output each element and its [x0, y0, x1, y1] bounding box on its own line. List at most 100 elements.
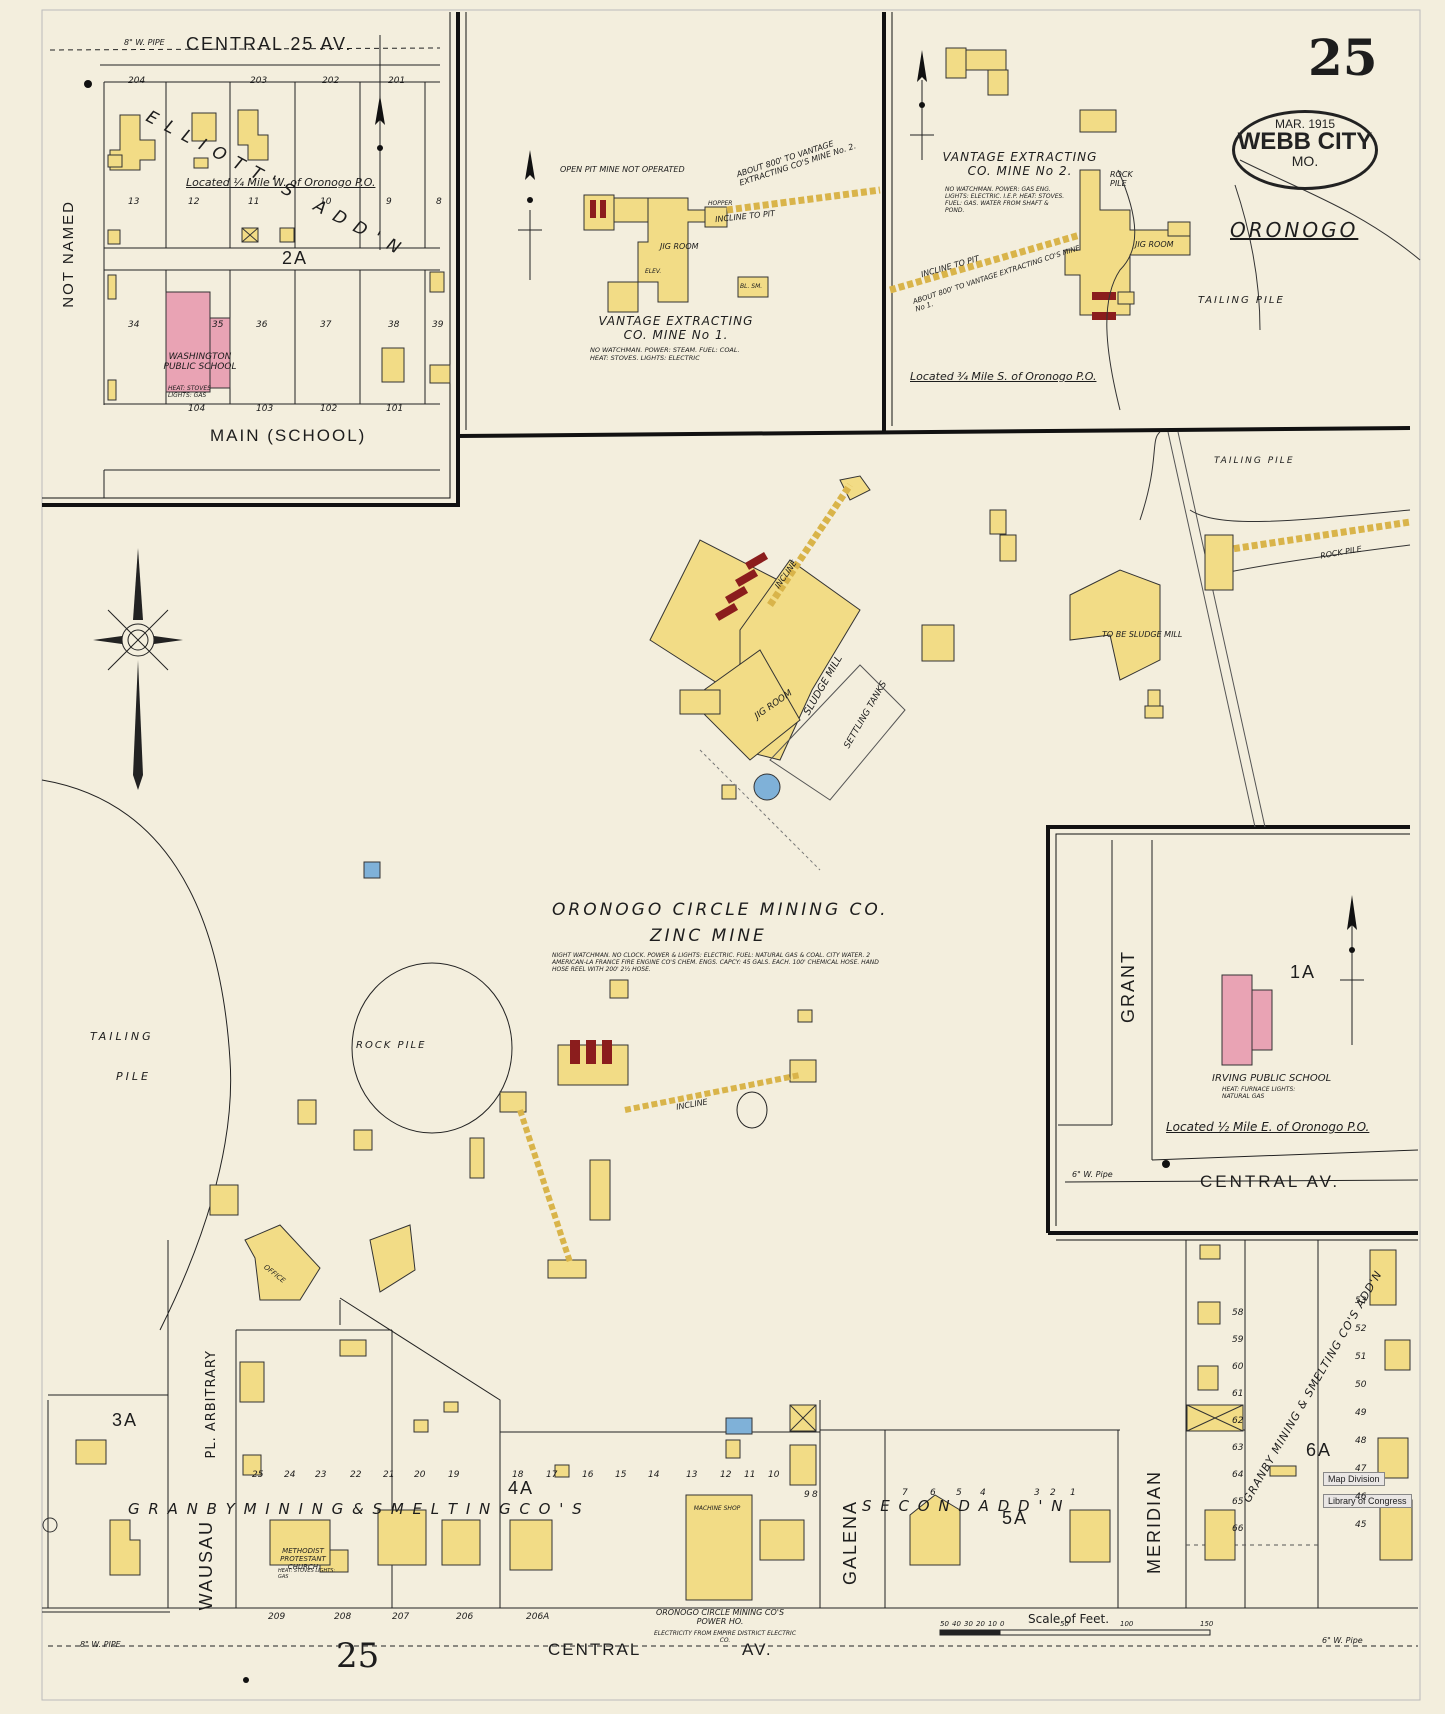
lot-206: 206: [456, 1612, 474, 1622]
main-mine-type: ZINC MINE: [650, 926, 767, 946]
lot-number: 5: [956, 1488, 962, 1498]
street-meridian: MERIDIAN: [1144, 1470, 1164, 1575]
lot-number: 61: [1232, 1389, 1244, 1399]
lot-number: 6: [930, 1488, 936, 1498]
lot-204: 204: [128, 76, 146, 86]
washington-school: WASHINGTON PUBLIC SCHOOL: [163, 352, 237, 372]
lot-101: 101: [386, 404, 404, 414]
scale-title: Scale of Feet.: [1028, 1612, 1110, 1626]
irving-school: IRVING PUBLIC SCHOOL: [1212, 1073, 1332, 1084]
street-arbitrary-pl: PL. ARBITRARY: [204, 1350, 219, 1459]
lot-11: 11: [248, 197, 260, 207]
to-be-sludge-mill: TO BE SLUDGE MILL: [1102, 630, 1183, 639]
lot-number: 16: [582, 1470, 594, 1480]
compass-rose: [93, 548, 183, 790]
elliotts-block: 2A: [282, 248, 309, 268]
elliotts-located: Located ¼ Mile W. of Oronogo P.O.: [186, 176, 376, 189]
mine2-rock-pile: ROCK PILE: [1110, 170, 1133, 188]
lot-number: 63: [1232, 1443, 1244, 1453]
lot-102: 102: [320, 404, 338, 414]
main-details: NIGHT WATCHMAN. NO CLOCK. POWER & LIGHTS…: [552, 952, 879, 973]
lot-37: 37: [320, 320, 332, 330]
lot-number: 4: [980, 1488, 986, 1498]
lot-number: 1: [1070, 1488, 1076, 1498]
block-3a: 3A: [112, 1410, 139, 1430]
scale-tick: 20: [976, 1620, 985, 1628]
lot-number: 60: [1232, 1362, 1244, 1372]
block-5a: 5A: [1002, 1508, 1029, 1528]
lot-38: 38: [388, 320, 400, 330]
irving-school-note: HEAT: FURNACE LIGHTS: NATURAL GAS: [1222, 1086, 1296, 1100]
inset-frames: [42, 12, 1418, 1235]
street-central-bottom: CENTRAL: [548, 1640, 642, 1659]
street-galena: GALENA: [840, 1500, 860, 1586]
tailing-right: TAILING PILE: [1214, 456, 1295, 466]
street-main-school: MAIN (SCHOOL): [210, 426, 367, 445]
irving-block: 1A: [1290, 962, 1317, 982]
pipe-label-bottom-left: 8" W. PIPE: [80, 1640, 121, 1649]
second-addn: S E C O N D A D D ' N: [862, 1497, 1065, 1515]
lot-number: 17: [546, 1470, 558, 1480]
mine1-note-top: OPEN PIT MINE NOT OPERATED: [560, 165, 685, 174]
lot-number: 62: [1232, 1416, 1244, 1426]
library-congress-label: Library of Congress: [1323, 1494, 1412, 1508]
washington-school-note: HEAT: STOVES LIGHTS: GAS: [168, 385, 211, 399]
street-wausau: WAUSAU: [196, 1520, 216, 1611]
scale-bar: [939, 1629, 1211, 1636]
mine1-elev: ELEV.: [645, 268, 662, 275]
sheet-state: MO.: [1291, 153, 1319, 169]
mine1-jig-room: JIG ROOM: [660, 242, 699, 251]
lot-10: 10: [320, 197, 332, 207]
pipe-label-top: 8" W. PIPE: [124, 38, 165, 47]
lot-number: 47: [1355, 1464, 1367, 1474]
pile-left: PILE: [116, 1070, 151, 1083]
lot-103: 103: [256, 404, 274, 414]
town-name: ORONOGO: [1230, 218, 1359, 242]
mine1-details: NO WATCHMAN. POWER: STEAM. FUEL: COAL. H…: [590, 346, 740, 362]
pipe-label-bottom-right: 6" W. Pipe: [1322, 1636, 1363, 1645]
lot-number: 18: [512, 1470, 524, 1480]
lot-number: 7: [902, 1488, 908, 1498]
lot-number: 14: [648, 1470, 660, 1480]
mine2-title: VANTAGE EXTRACTING CO. MINE No 2.: [942, 150, 1098, 178]
lot-number: 64: [1232, 1470, 1244, 1480]
mine2-tailing: TAILING PILE: [1198, 295, 1285, 306]
lot-8: 8: [436, 197, 442, 207]
lot-number: 11: [744, 1470, 756, 1480]
irving-located: Located ½ Mile E. of Oronogo P.O.: [1166, 1120, 1370, 1134]
street-central-right: CENTRAL AV.: [1200, 1172, 1341, 1191]
lot-number: 19: [448, 1470, 460, 1480]
lot-number: 49: [1355, 1408, 1367, 1418]
lot-36: 36: [256, 320, 268, 330]
block-6a: 6A: [1306, 1440, 1333, 1460]
scale-tick: 0: [1000, 1620, 1005, 1628]
lot-12: 12: [188, 197, 200, 207]
lot-201: 201: [388, 76, 406, 86]
lot-number: 59: [1232, 1335, 1244, 1345]
lot-209: 209: [268, 1612, 286, 1622]
lot-number: 23: [315, 1470, 327, 1480]
lot-number: 65: [1232, 1497, 1244, 1507]
lot-number: 10: [768, 1470, 780, 1480]
lot-207: 207: [392, 1612, 410, 1622]
granby-addn-main: G R A N B Y M I N I N G & S M E L T I N …: [128, 1500, 584, 1518]
mine2-details: NO WATCHMAN. POWER: GAS ENG. LIGHTS: ELE…: [945, 186, 1065, 214]
mine2-jig-room: JIG ROOM: [1135, 240, 1174, 249]
lot-number: 25: [252, 1470, 264, 1480]
lot-number: 45: [1355, 1520, 1367, 1530]
lot-number: 66: [1232, 1524, 1244, 1534]
street-central-av: AV.: [742, 1640, 773, 1659]
lot-206a: 206A: [526, 1612, 550, 1622]
lot-203: 203: [250, 76, 268, 86]
scale-tick: 30: [964, 1620, 973, 1628]
lot-number: 50: [1355, 1380, 1367, 1390]
scale-tick: 40: [952, 1620, 961, 1628]
lot-number: 3: [1034, 1488, 1040, 1498]
power-house: ORONOGO CIRCLE MINING CO'S POWER HO.: [655, 1608, 785, 1626]
bottom-sheet-number: 25: [336, 1636, 380, 1676]
street-central-25-top: CENTRAL 25 AV.: [186, 34, 353, 54]
city-stamp: MAR. 1915 WEBB CITY MO.: [1232, 110, 1378, 190]
lot-number: 51: [1355, 1352, 1367, 1362]
